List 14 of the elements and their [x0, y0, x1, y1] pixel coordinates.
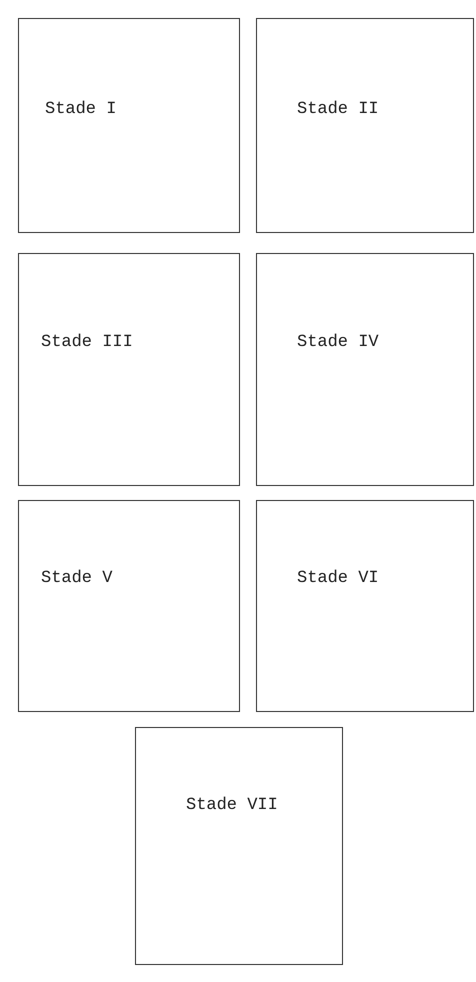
stage-box [256, 500, 474, 712]
stage-box [256, 253, 474, 486]
stage-box [135, 727, 343, 965]
stage-box [256, 18, 474, 233]
stage-label: Stade IV [297, 332, 379, 354]
stage-label: Stade III [41, 332, 133, 354]
stage-box [18, 253, 240, 486]
stage-label: Stade VII [186, 795, 278, 817]
stage-label: Stade VI [297, 568, 379, 590]
stage-label: Stade I [45, 99, 116, 121]
stage-box [18, 500, 240, 712]
stage-label: Stade II [297, 99, 379, 121]
stage-label: Stade V [41, 568, 112, 590]
stage-box [18, 18, 240, 233]
